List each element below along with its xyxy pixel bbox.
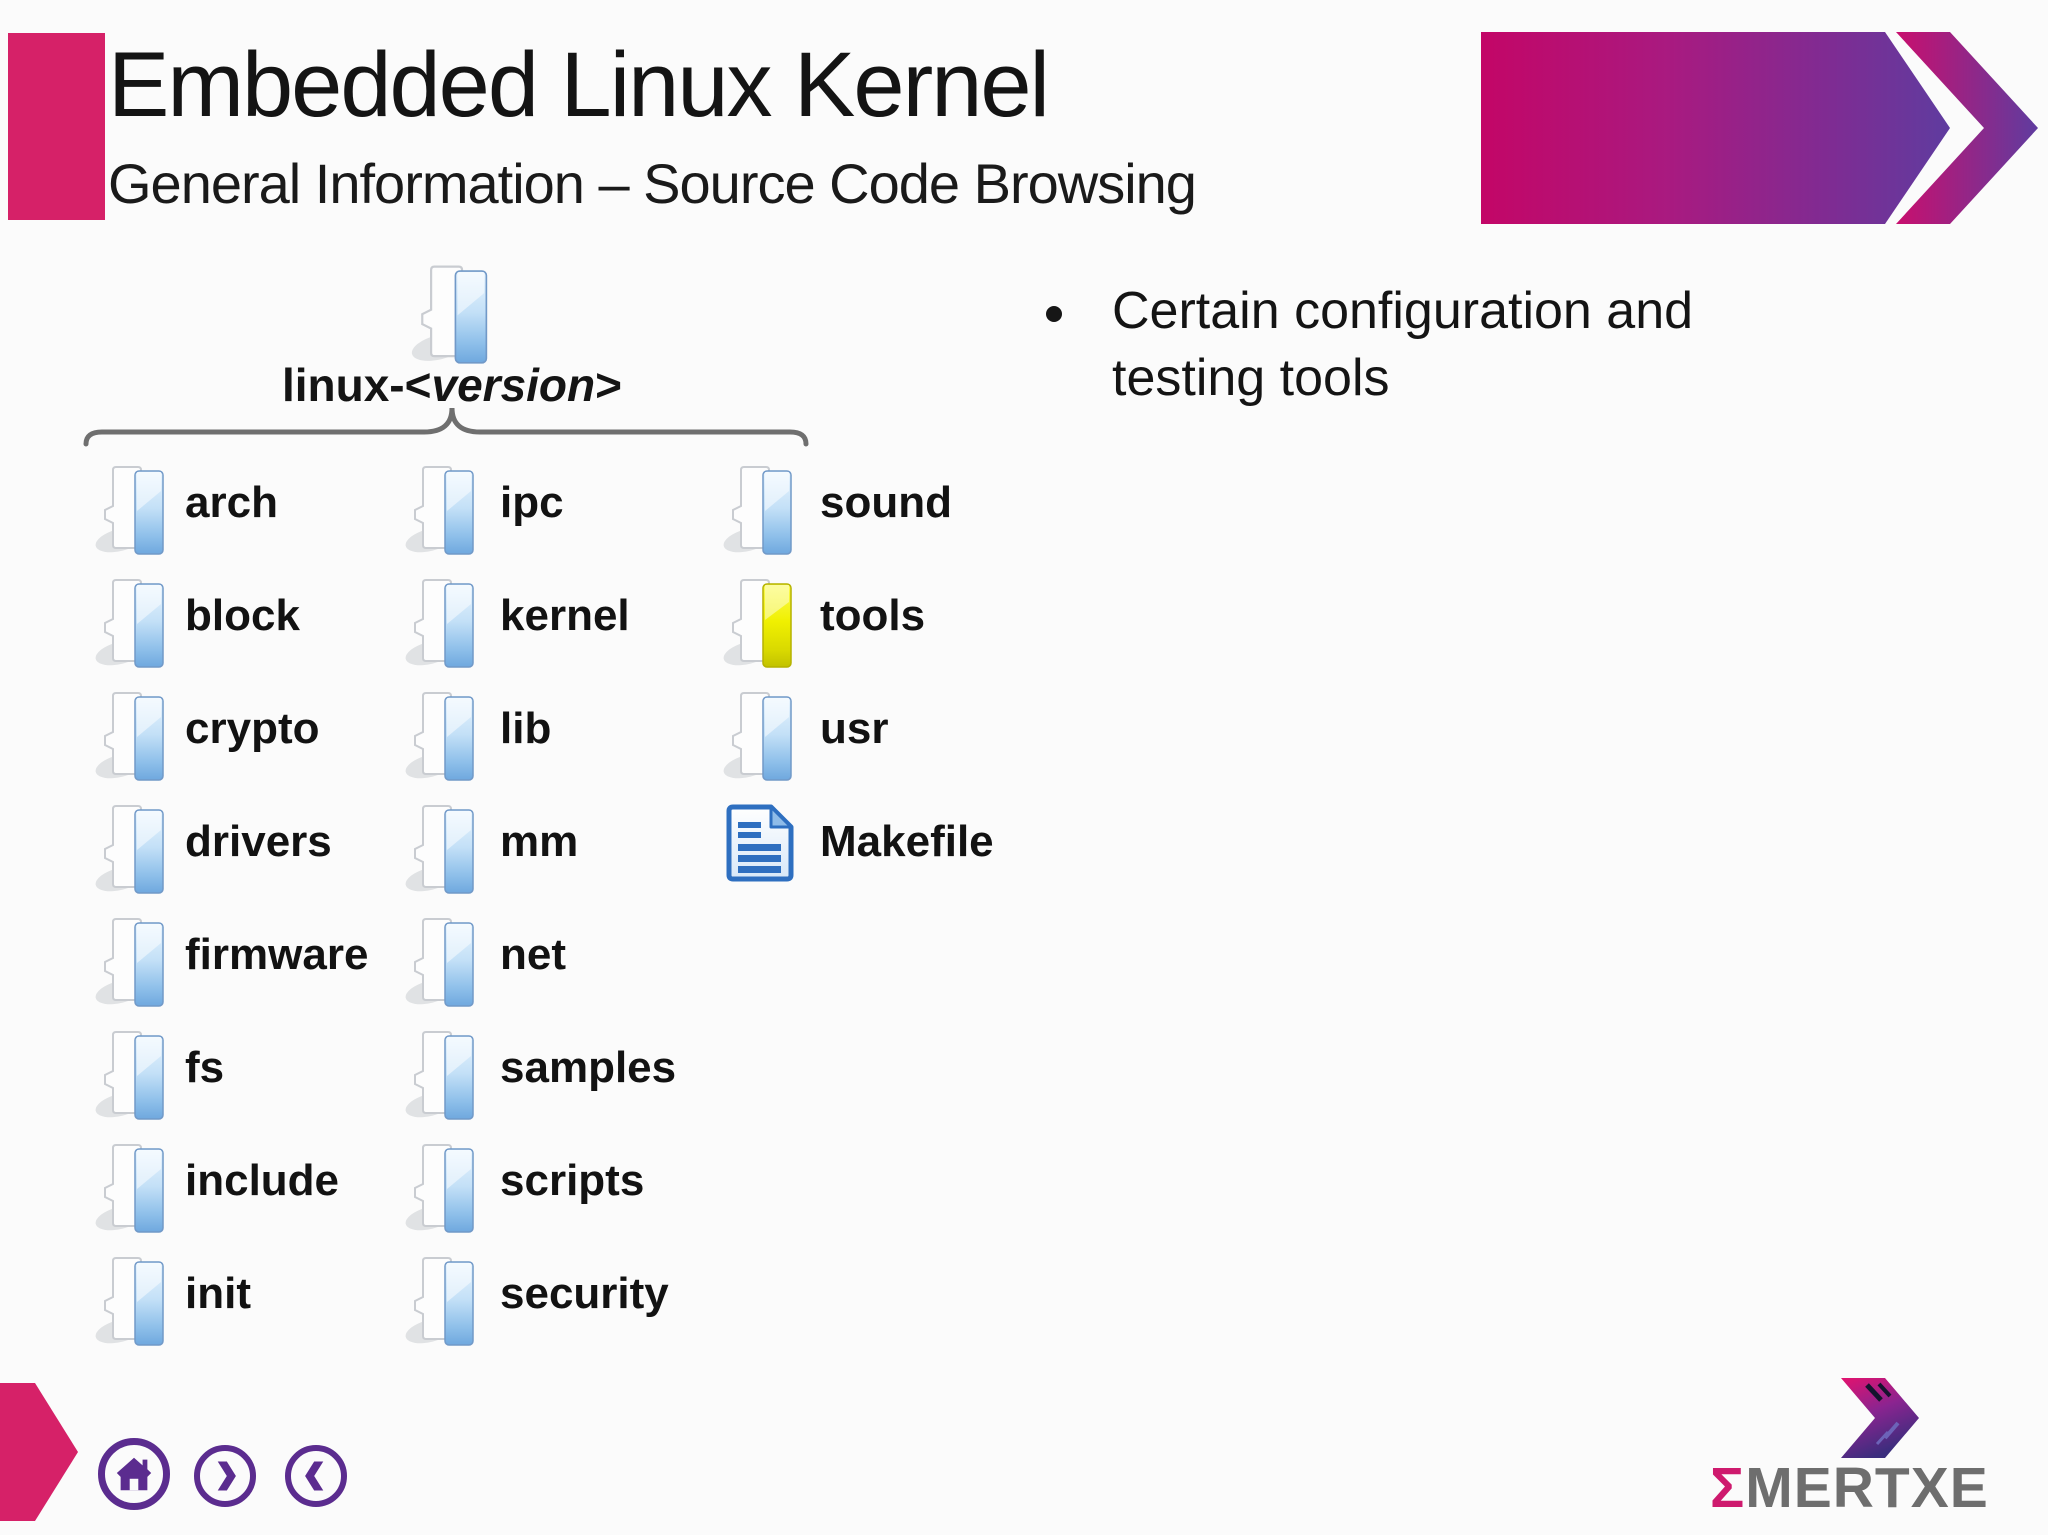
home-icon — [116, 1457, 152, 1491]
folder-icon — [405, 913, 477, 1008]
header-arrow-graphic — [1481, 32, 2038, 224]
folder-label: include — [185, 1156, 340, 1205]
folder-label: security — [500, 1269, 669, 1318]
folder-label: block — [185, 591, 300, 640]
emertxe-logo-text: ΣMERTXE — [1710, 1455, 1989, 1521]
emertxe-logo-mark — [1841, 1378, 1919, 1458]
footer-accent-arrow — [0, 1383, 78, 1521]
root-folder-label: linux-<version> — [152, 358, 752, 412]
folder-icon — [95, 687, 167, 782]
folder-icon — [405, 800, 477, 895]
folder-icon — [95, 1252, 167, 1347]
tree-item-crypto: crypto — [95, 687, 405, 784]
header-accent-bar — [8, 33, 105, 220]
bullet-line-1: Certain configuration and — [1112, 282, 1694, 340]
folder-yellow-icon — [723, 574, 795, 669]
logo-wordmark: MERTXE — [1745, 1456, 1989, 1520]
home-button[interactable] — [98, 1438, 170, 1510]
folder-label: crypto — [185, 704, 320, 753]
folder-label: sound — [820, 478, 952, 527]
tree-item-net: net — [405, 913, 715, 1010]
chevron-right-icon — [217, 1461, 236, 1491]
tree-item-ipc: ipc — [405, 461, 715, 558]
folder-icon — [95, 574, 167, 669]
bullet-line-2: testing tools — [1112, 349, 1390, 407]
tree-item-drivers: drivers — [95, 800, 405, 897]
folder-icon — [95, 461, 167, 556]
tree-item-usr: usr — [723, 687, 1033, 784]
folder-label: samples — [500, 1043, 677, 1092]
folder-label: usr — [820, 704, 889, 753]
folder-label: fs — [185, 1043, 225, 1092]
folder-icon — [405, 574, 477, 669]
tree-item-tools: tools — [723, 574, 1033, 671]
page-subtitle: General Information – Source Code Browsi… — [108, 152, 1197, 215]
tree-item-block: block — [95, 574, 405, 671]
folder-icon — [95, 913, 167, 1008]
tree-item-samples: samples — [405, 1026, 715, 1123]
tree-item-init: init — [95, 1252, 405, 1349]
folder-label: drivers — [185, 817, 332, 866]
next-button[interactable] — [194, 1445, 256, 1507]
folder-icon — [405, 1252, 477, 1347]
folder-label: arch — [185, 478, 278, 527]
folder-label: tools — [820, 591, 926, 640]
tree-item-security: security — [405, 1252, 715, 1349]
folder-icon — [405, 687, 477, 782]
folder-icon — [95, 800, 167, 895]
tree-item-fs: fs — [95, 1026, 405, 1123]
folder-label: kernel — [500, 591, 630, 640]
file-label: Makefile — [820, 817, 994, 866]
page-title: Embedded Linux Kernel — [108, 34, 1050, 136]
bullet-text: Certain configuration and testing tools — [1112, 278, 1832, 412]
folder-icon — [405, 461, 477, 556]
tree-item-lib: lib — [405, 687, 715, 784]
folder-label: mm — [500, 817, 579, 866]
tree-item-scripts: scripts — [405, 1139, 715, 1236]
folder-label: lib — [500, 704, 552, 753]
bullet-dot — [1046, 306, 1062, 322]
tree-item-mm: mm — [405, 800, 715, 897]
logo-sigma: Σ — [1710, 1456, 1746, 1520]
folder-icon — [405, 1139, 477, 1234]
folder-icon — [95, 1139, 167, 1234]
document-icon — [723, 803, 797, 883]
folder-label: init — [185, 1269, 251, 1318]
folder-label: net — [500, 930, 566, 979]
folder-label: firmware — [185, 930, 369, 979]
chevron-left-icon — [305, 1461, 324, 1491]
tree-item-include: include — [95, 1139, 405, 1236]
tree-item-sound: sound — [723, 461, 1033, 558]
tree-brace — [83, 407, 809, 447]
folder-icon — [723, 687, 795, 782]
folder-icon — [95, 1026, 167, 1121]
root-label-prefix: linux-< — [281, 359, 432, 411]
tree-item-kernel: kernel — [405, 574, 715, 671]
tree-item-arch: arch — [95, 461, 405, 558]
root-label-version: version — [431, 359, 596, 411]
folder-icon — [723, 461, 795, 556]
root-folder-icon — [411, 260, 491, 365]
root-label-suffix: > — [595, 359, 623, 411]
folder-icon — [405, 1026, 477, 1121]
tree-item-makefile: Makefile — [723, 800, 1033, 897]
previous-button[interactable] — [285, 1445, 347, 1507]
folder-label: scripts — [500, 1156, 645, 1205]
tree-item-firmware: firmware — [95, 913, 405, 1010]
folder-label: ipc — [500, 478, 564, 527]
